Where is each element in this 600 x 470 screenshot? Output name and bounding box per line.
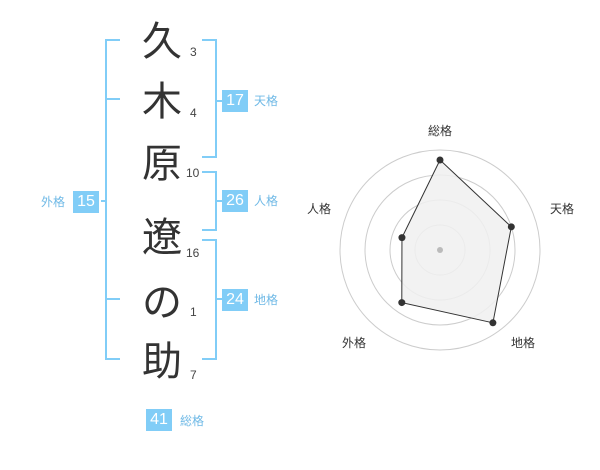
tenkaku-badge: 17 <box>222 90 248 112</box>
gaikaku-badge: 15 <box>73 191 99 213</box>
tenkaku-bracket <box>202 39 217 158</box>
radar-point-4 <box>398 299 406 307</box>
tenkaku-label: 天格 <box>254 94 279 108</box>
stroke-count-3: 10 <box>186 166 200 180</box>
soukaku-label: 総格 <box>180 414 205 428</box>
radar-series-polygon <box>401 159 512 324</box>
radar-axis-label-chikaku: 地格 <box>511 336 536 350</box>
stroke-count-6: 7 <box>190 368 197 382</box>
stroke-count-2: 4 <box>190 106 197 120</box>
radar-axis-label-gaikaku: 外格 <box>342 336 367 350</box>
jinkaku-badge: 26 <box>222 190 248 212</box>
radar-point-5 <box>398 234 406 242</box>
radar-center-dot <box>437 247 443 253</box>
name-char-1: 久 <box>142 19 182 65</box>
radar-ring-4 <box>339 149 541 351</box>
radar-point-1 <box>436 156 444 164</box>
name-char-2: 木 <box>142 79 182 125</box>
radar-point-3 <box>489 319 497 327</box>
soukaku-badge: 41 <box>146 409 172 431</box>
radar-axis-label-jinkaku: 人格 <box>307 202 332 216</box>
stroke-count-1: 3 <box>190 45 197 59</box>
radar-axis-label-tenkaku: 天格 <box>550 202 575 216</box>
jinkaku-label: 人格 <box>254 194 279 208</box>
gaikaku-bracket <box>105 39 120 360</box>
radar-axis-label-soukaku: 総格 <box>428 124 453 138</box>
chikaku-badge: 24 <box>222 289 248 311</box>
name-char-5: の <box>142 280 182 326</box>
stroke-count-5: 1 <box>190 305 197 319</box>
radar-point-2 <box>507 223 515 231</box>
gaikaku-label: 外格 <box>41 195 66 209</box>
chikaku-label: 地格 <box>254 293 279 307</box>
name-char-4: 遼 <box>142 215 182 261</box>
name-char-3: 原 <box>142 141 182 187</box>
stroke-count-4: 16 <box>186 246 200 260</box>
name-char-6: 助 <box>142 339 182 385</box>
